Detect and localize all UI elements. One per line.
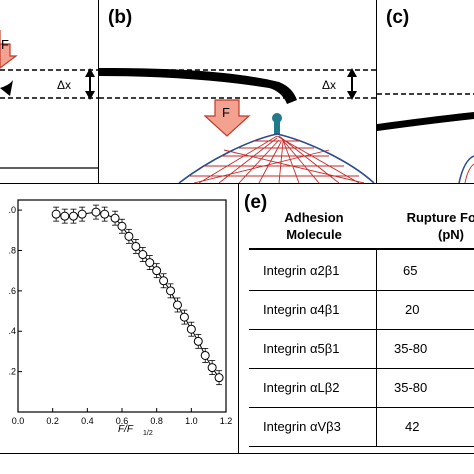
x-tick-label: 1.0 bbox=[185, 416, 198, 426]
data-point bbox=[131, 241, 141, 251]
table-row: Integrin α2β1 65 bbox=[249, 252, 474, 291]
data-point bbox=[68, 211, 78, 221]
data-point bbox=[51, 209, 61, 219]
data-point bbox=[110, 213, 120, 223]
header-molecule-line1: Adhesion bbox=[284, 210, 344, 225]
dx-label-b: Δx bbox=[322, 78, 337, 92]
panel-b-letter: (b) bbox=[108, 7, 133, 28]
divider-bc bbox=[376, 0, 377, 183]
data-point bbox=[207, 363, 217, 373]
data-point bbox=[214, 373, 224, 383]
divider-de bbox=[238, 184, 239, 454]
header-force-line2: (pN) bbox=[438, 227, 464, 242]
force-arrow-b bbox=[203, 99, 251, 137]
x-axis-label-sub: 1/2 bbox=[143, 430, 153, 437]
y-tick-label: .0 bbox=[8, 205, 16, 215]
data-point bbox=[77, 209, 87, 219]
panel-e: (e) Adhesion Molecule Rupture Force (pN)… bbox=[239, 184, 474, 453]
table-row: Integrin αLβ2 35-80 bbox=[249, 369, 474, 408]
row-molecule: Integrin α2β1 bbox=[263, 263, 340, 278]
header-rule bbox=[249, 248, 474, 250]
y-tick-label: .8 bbox=[8, 245, 16, 255]
table-row: Integrin αVβ3 42 bbox=[249, 408, 474, 447]
y-tick-label: .4 bbox=[8, 326, 16, 336]
data-point bbox=[159, 276, 169, 286]
divider-top-bottom bbox=[0, 183, 474, 184]
x-tick-label: 0.4 bbox=[81, 416, 94, 426]
table-row: Integrin α5β1 35-80 bbox=[249, 330, 474, 369]
x-tick-label: 0.2 bbox=[46, 416, 59, 426]
data-point bbox=[166, 286, 176, 296]
data-point bbox=[117, 221, 127, 231]
panel-d-chart: 0.0 0.2 0.4 0.6 0.8 1.0 1.2 .0 .8 .6 .4 .2 bbox=[8, 199, 233, 426]
data-point bbox=[60, 211, 70, 221]
force-arrow-a bbox=[0, 30, 18, 69]
panel-b: (b) F Δx bbox=[99, 0, 376, 184]
data-point bbox=[152, 266, 162, 276]
table-header-force: Rupture Force (pN) bbox=[391, 209, 474, 243]
row-force: 35-80 bbox=[394, 341, 428, 356]
data-point bbox=[172, 300, 182, 310]
panel-c: (c) Δx bbox=[377, 0, 474, 184]
force-label-a: F bbox=[1, 37, 9, 52]
data-point bbox=[91, 207, 101, 217]
header-force-line1: Rupture Force bbox=[406, 210, 474, 225]
header-molecule-line2: Molecule bbox=[286, 227, 342, 242]
panel-a-drawing bbox=[0, 30, 98, 169]
data-point bbox=[179, 312, 189, 322]
data-point bbox=[193, 336, 203, 346]
row-force: 65 bbox=[403, 263, 418, 278]
series-line bbox=[55, 211, 220, 378]
data-point bbox=[100, 209, 110, 219]
data-point bbox=[145, 258, 155, 268]
row-force: 20 bbox=[405, 302, 420, 317]
cantilever-b bbox=[99, 68, 297, 104]
divider-ab bbox=[98, 0, 99, 183]
dx-label-a: Δx bbox=[57, 78, 72, 92]
row-molecule: Integrin α5β1 bbox=[263, 341, 340, 356]
cell-membrane-b bbox=[178, 133, 375, 184]
cantilever-c bbox=[377, 112, 474, 131]
row-molecule: Integrin α4β1 bbox=[263, 302, 340, 317]
panel-c-drawing bbox=[377, 93, 474, 184]
panel-c-letter: (c) bbox=[386, 7, 410, 28]
cantilever-tip bbox=[0, 80, 13, 96]
column-divider bbox=[376, 250, 377, 446]
panel-a: F Δx bbox=[0, 0, 98, 183]
y-tick-label: .6 bbox=[8, 286, 16, 296]
x-tick-label: 1.2 bbox=[220, 416, 233, 426]
data-point bbox=[138, 250, 148, 260]
panel-e-letter: (e) bbox=[244, 192, 268, 213]
x-tick-label: 0.6 bbox=[116, 416, 129, 426]
panel-b-drawing bbox=[99, 68, 376, 184]
y-tick-label: .2 bbox=[8, 367, 16, 377]
cytoskeleton-net-b bbox=[189, 135, 365, 184]
divider-bottom bbox=[0, 453, 474, 454]
row-molecule: Integrin αVβ3 bbox=[263, 419, 341, 434]
row-force: 35-80 bbox=[394, 380, 428, 395]
table-row: Integrin α4β1 20 bbox=[249, 291, 474, 330]
data-point bbox=[124, 231, 134, 241]
table-header-molecule: Adhesion Molecule bbox=[259, 209, 369, 243]
x-axis-label-main: F/F bbox=[118, 424, 133, 435]
data-point bbox=[186, 324, 196, 334]
data-point bbox=[200, 350, 210, 360]
row-force: 42 bbox=[405, 419, 420, 434]
x-tick-label: 0.0 bbox=[12, 416, 25, 426]
row-molecule: Integrin αLβ2 bbox=[263, 380, 340, 395]
bead-b bbox=[272, 113, 282, 123]
force-label-b: F bbox=[222, 105, 230, 120]
x-tick-label: 0.8 bbox=[150, 416, 163, 426]
panel-d: 0.0 0.2 0.4 0.6 0.8 1.0 1.2 .0 .8 .6 .4 .2 F/F 1/2 bbox=[0, 184, 238, 452]
